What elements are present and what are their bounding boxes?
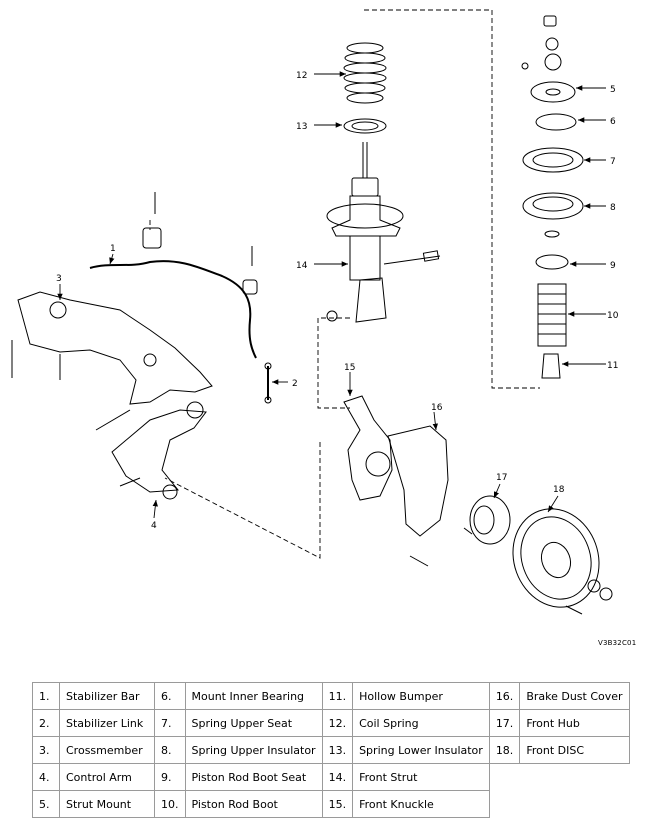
legend-part-name: Control Arm [59, 763, 155, 791]
callout-leaders [57, 71, 606, 519]
callout-10: 10 [607, 311, 619, 321]
parts-legend-table: 1. Stabilizer Bar 6. Mount Inner Bearing… [32, 682, 630, 818]
legend-part-name: Spring Upper Seat [184, 709, 323, 737]
stabilizer-bracket-part [142, 192, 258, 295]
callout-2: 2 [292, 379, 298, 389]
legend-part-name: Front Knuckle [352, 790, 490, 818]
callout-14: 14 [296, 261, 308, 271]
legend-row: 2. Stabilizer Link 7. Spring Upper Seat … [32, 709, 630, 737]
legend-part-name: Spring Upper Insulator [184, 736, 323, 764]
coil-spring-part [343, 42, 387, 104]
legend-number: 18. [488, 736, 521, 764]
legend-number: 7. [154, 709, 186, 737]
callout-11: 11 [607, 361, 618, 371]
brake-dust-cover-part [387, 425, 449, 537]
legend-part-name: Stabilizer Link [59, 709, 155, 737]
legend-part-name: Front Hub [519, 709, 630, 737]
front-strut-part [326, 142, 441, 323]
legend-part-name: Stabilizer Bar [59, 682, 155, 710]
legend-number: 14. [321, 763, 354, 791]
spring-upper-insulator-part [522, 192, 584, 220]
legend-number: 8. [154, 736, 186, 764]
legend-number: 4. [32, 763, 60, 791]
legend-number: 5. [32, 790, 60, 818]
hollow-bumper-part [541, 353, 561, 379]
callout-12: 12 [296, 71, 307, 81]
legend-row: 4. Control Arm 9. Piston Rod Boot Seat 1… [32, 763, 630, 791]
spring-upper-seat-part [522, 147, 584, 173]
legend-number: 15. [321, 790, 354, 818]
legend-part-name: Brake Dust Cover [519, 682, 630, 710]
callout-18: 18 [553, 485, 565, 495]
legend-empty-cell [520, 791, 629, 818]
legend-number: 2. [32, 709, 60, 737]
legend-empty-cell [489, 791, 520, 818]
callout-15: 15 [344, 363, 355, 373]
legend-number: 6. [154, 682, 186, 710]
spring-lower-insulator-part [343, 118, 387, 134]
legend-row: 1. Stabilizer Bar 6. Mount Inner Bearing… [32, 682, 630, 710]
callout-17: 17 [496, 473, 507, 483]
piston-rod-boot-seat-part [535, 230, 569, 270]
stabilizer-link-part [264, 362, 272, 404]
legend-part-name: Coil Spring [352, 709, 490, 737]
piston-rod-boot-part [537, 283, 567, 347]
legend-row: 5. Strut Mount 10. Piston Rod Boot 15. F… [32, 790, 630, 818]
control-arm-part [111, 409, 207, 493]
suspension-exploded-diagram: 12 13 14 15 16 17 18 5 6 7 8 9 10 11 1 2… [11, 9, 619, 615]
callout-7: 7 [610, 157, 616, 167]
legend-empty-cell [520, 764, 629, 791]
front-knuckle-part [343, 395, 393, 501]
legend-number: 3. [32, 736, 60, 764]
crossmember-part [17, 291, 213, 405]
callout-1: 1 [110, 244, 116, 254]
stabilizer-bar-part [89, 260, 257, 359]
legend-number: 16. [488, 682, 521, 710]
legend-number: 17. [488, 709, 521, 737]
legend-part-name: Piston Rod Boot Seat [184, 763, 323, 791]
legend-number: 12. [321, 709, 354, 737]
legend-number: 9. [154, 763, 186, 791]
assembly-guide-lines [149, 9, 540, 559]
callout-9: 9 [610, 261, 616, 271]
legend-row: 3. Crossmember 8. Spring Upper Insulator… [32, 736, 630, 764]
legend-number: 10. [154, 790, 186, 818]
figure-reference-code: V3B32C01 [598, 639, 637, 647]
callout-5: 5 [610, 85, 616, 95]
callout-3: 3 [56, 274, 62, 284]
legend-part-name: Spring Lower Insulator [352, 736, 490, 764]
callout-4: 4 [151, 521, 157, 531]
mount-inner-bearing-part [535, 113, 577, 131]
legend-part-name: Piston Rod Boot [184, 790, 323, 818]
callout-16: 16 [431, 403, 443, 413]
legend-part-name: Crossmember [59, 736, 155, 764]
strut-mount-part [521, 15, 576, 103]
callout-8: 8 [610, 203, 616, 213]
front-disc-part [512, 508, 613, 615]
legend-empty-cell [489, 764, 520, 791]
legend-part-name: Front Strut [352, 763, 490, 791]
legend-part-name: Hollow Bumper [352, 682, 490, 710]
legend-part-name: Strut Mount [59, 790, 155, 818]
legend-number: 1. [32, 682, 60, 710]
callout-6: 6 [610, 117, 616, 127]
legend-part-name: Front DISC [519, 736, 630, 764]
legend-number: 13. [321, 736, 354, 764]
front-hub-part [463, 495, 511, 545]
callout-13: 13 [296, 122, 307, 132]
legend-number: 11. [321, 682, 354, 710]
legend-part-name: Mount Inner Bearing [184, 682, 323, 710]
